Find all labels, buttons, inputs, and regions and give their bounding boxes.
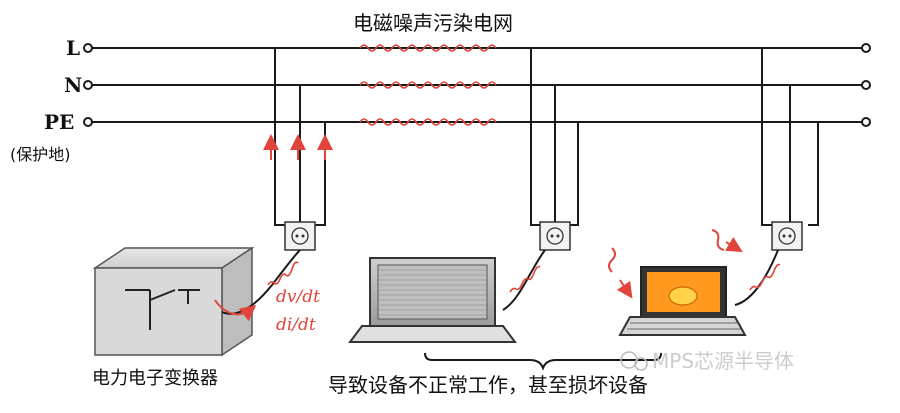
terminal-n-left (83, 80, 93, 90)
consequence-caption: 导致设备不正常工作，甚至损坏设备 (328, 373, 648, 397)
line-label-pe-note: (保护地) (10, 145, 71, 164)
formula-di-dt: di/dt (276, 315, 316, 335)
formula-dv-dt: dv/dt (276, 287, 320, 307)
terminal-l-right (861, 43, 871, 53)
terminal-n-right (861, 80, 871, 90)
socket-3 (771, 221, 803, 251)
terminal-pe-left (83, 117, 93, 127)
laptop1-noise-wave (509, 265, 541, 293)
converter-cord (221, 249, 301, 315)
noise-wave-l (359, 44, 497, 52)
drop-wires-laptop2 (761, 48, 819, 226)
laptop2-noise-wave (749, 263, 781, 291)
laptop1-cord (502, 249, 546, 311)
terminals (83, 43, 871, 127)
consequence-brace (424, 352, 662, 371)
laptop-1 (348, 257, 517, 343)
noise-injection-arrows (263, 134, 333, 160)
power-lines (90, 47, 862, 123)
line-label-n: N (64, 73, 82, 97)
drop-wires-laptop1 (530, 48, 579, 226)
converter-box (92, 246, 255, 357)
watermark-text: MPS芯源半导体 (652, 349, 794, 373)
damage-sparks (608, 229, 743, 299)
line-label-l: L (66, 36, 80, 60)
socket-2 (539, 221, 571, 251)
converter-label: 电力电子变换器 (92, 368, 218, 389)
diagram-title: 电磁噪声污染电网 (353, 11, 513, 35)
converter-noise-arrow (214, 299, 257, 322)
laptop-2 (618, 266, 747, 336)
socket-1 (284, 221, 316, 251)
noise-waves (359, 44, 497, 126)
drop-wires-converter (274, 48, 326, 226)
terminal-pe-right (861, 117, 871, 127)
watermark: MPS芯源半导体 (620, 349, 794, 373)
noise-wave-pe (359, 118, 497, 126)
converter-noise-wave (267, 261, 299, 286)
terminal-l-left (83, 43, 93, 53)
line-label-pe: PE (44, 110, 74, 134)
laptop2-cord (734, 249, 779, 306)
noise-wave-n (359, 81, 497, 89)
